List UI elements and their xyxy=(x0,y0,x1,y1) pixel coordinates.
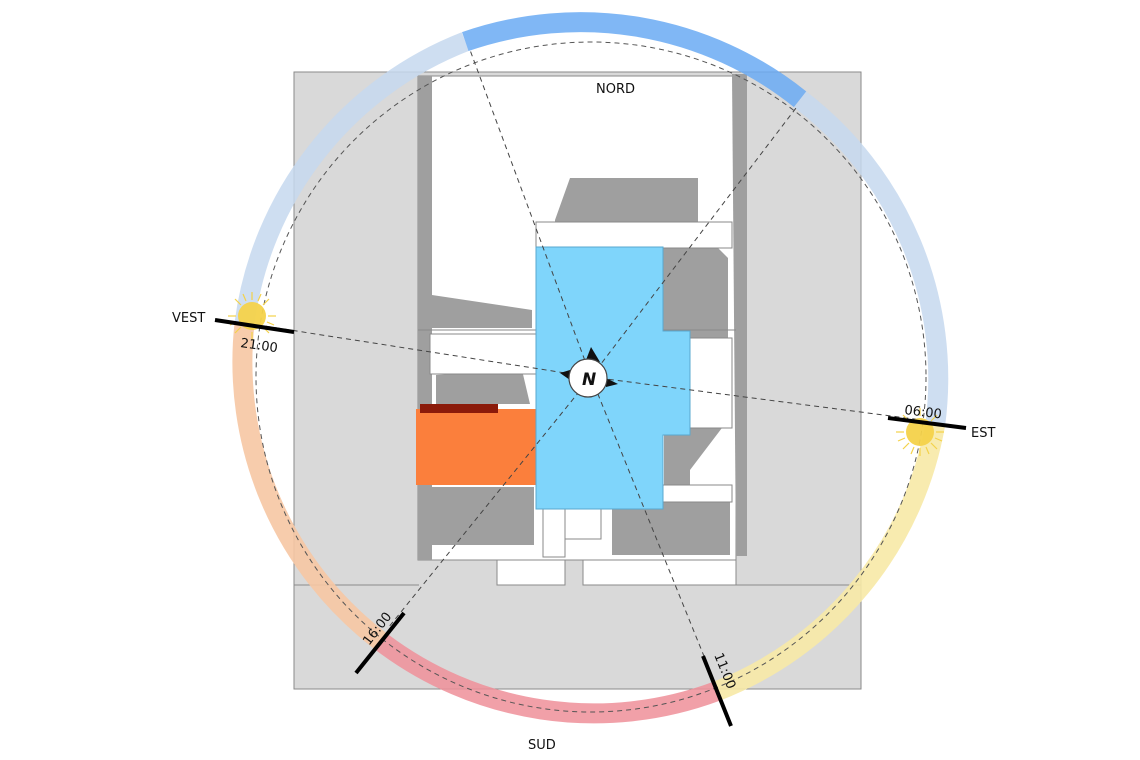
arc-morning xyxy=(712,422,946,701)
arc-noon xyxy=(374,632,720,724)
arc-evening xyxy=(232,321,387,649)
label-west: VEST xyxy=(172,311,205,326)
radial-east xyxy=(590,376,923,421)
shadow-east-wall xyxy=(732,74,747,556)
arc-north xyxy=(462,12,807,108)
sun-path-ring xyxy=(232,12,949,724)
time-sunrise: 06:00 xyxy=(904,403,943,422)
building-outlines xyxy=(429,221,733,558)
outline-south-room-b xyxy=(564,508,602,540)
annex-roof-strip xyxy=(420,404,498,413)
radial-north-west xyxy=(469,49,592,378)
orbit-dashed-circle xyxy=(255,41,927,713)
shadow-upper-left xyxy=(432,295,532,328)
tick-afternoon xyxy=(354,611,406,675)
shadow-courtyard-bottom xyxy=(424,487,534,545)
tick-noon xyxy=(701,655,733,727)
outline-east-room xyxy=(689,337,733,429)
compass-letter: N xyxy=(582,370,596,390)
compass-icon: N xyxy=(560,347,618,398)
radial-west xyxy=(257,324,592,378)
radial-lines xyxy=(257,49,923,677)
outline-north-block xyxy=(535,221,733,249)
annex-building xyxy=(416,409,536,485)
shadow-lower-right xyxy=(612,502,730,555)
arc-night-east xyxy=(794,91,949,426)
label-east: EST xyxy=(971,426,995,441)
tick-sunrise xyxy=(887,416,967,430)
label-south: SUD xyxy=(528,738,556,753)
radial-north-east xyxy=(590,107,797,378)
lot-notch-left xyxy=(496,559,566,586)
label-north: NORD xyxy=(596,82,635,97)
main-building xyxy=(535,246,691,510)
lot-notch-right xyxy=(582,559,737,586)
outline-courtyard-room xyxy=(429,333,537,375)
outline-south-room-a xyxy=(542,508,566,558)
time-sunset: 21:00 xyxy=(239,336,278,356)
tick-sunset xyxy=(214,318,295,334)
arc-night-west xyxy=(234,32,469,325)
hour-ticks xyxy=(214,318,967,727)
shadow-courtyard-left xyxy=(436,370,530,404)
sun-icon xyxy=(228,292,276,340)
